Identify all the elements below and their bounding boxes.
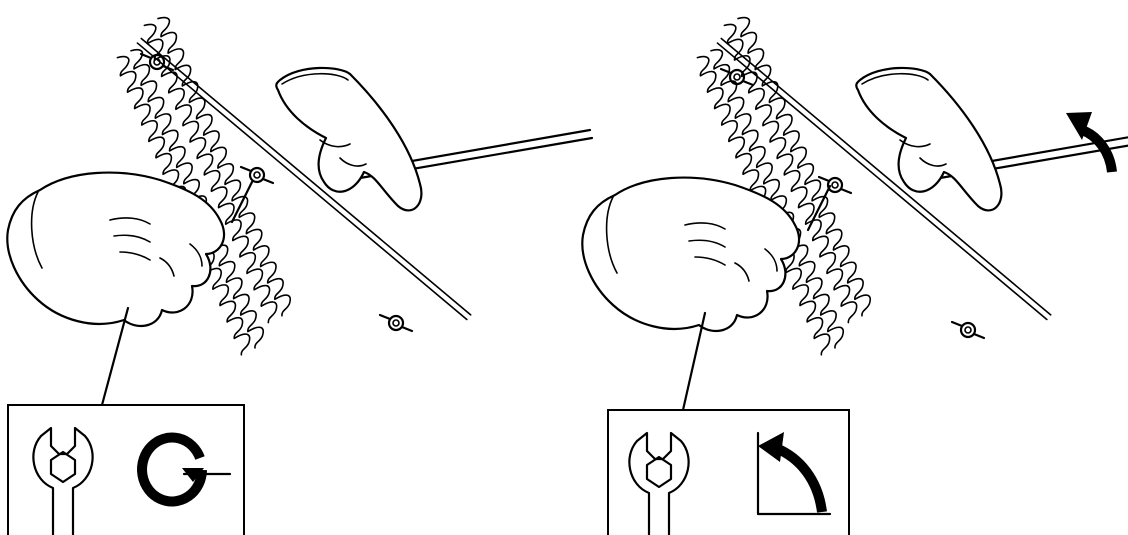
lower-glove-with-wrench xyxy=(581,176,801,333)
wing-bolt-bottom xyxy=(950,320,986,340)
rotate-full-turn-icon xyxy=(137,432,232,507)
wing-bolt-middle xyxy=(239,165,275,185)
symbol-box-left xyxy=(7,404,245,535)
upper-glove-with-screwdriver xyxy=(275,66,594,212)
wing-bolt-bottom xyxy=(378,313,414,333)
wrench-icon xyxy=(628,431,690,535)
left-scene xyxy=(6,10,594,535)
rotate-quarter-turn-counterclockwise-icon xyxy=(756,431,832,516)
upper-glove-with-screwdriver xyxy=(855,66,1128,212)
right-scene xyxy=(581,10,1128,535)
wrench-shaft xyxy=(230,180,254,224)
wing-bolt-middle xyxy=(817,175,853,195)
wrench-icon xyxy=(32,426,94,535)
counterclockwise-arrow-icon xyxy=(1066,112,1117,173)
leader-line xyxy=(681,311,707,412)
lower-glove-with-wrench xyxy=(6,171,226,328)
leader-line xyxy=(100,306,130,407)
wrench-shaft xyxy=(806,184,832,232)
